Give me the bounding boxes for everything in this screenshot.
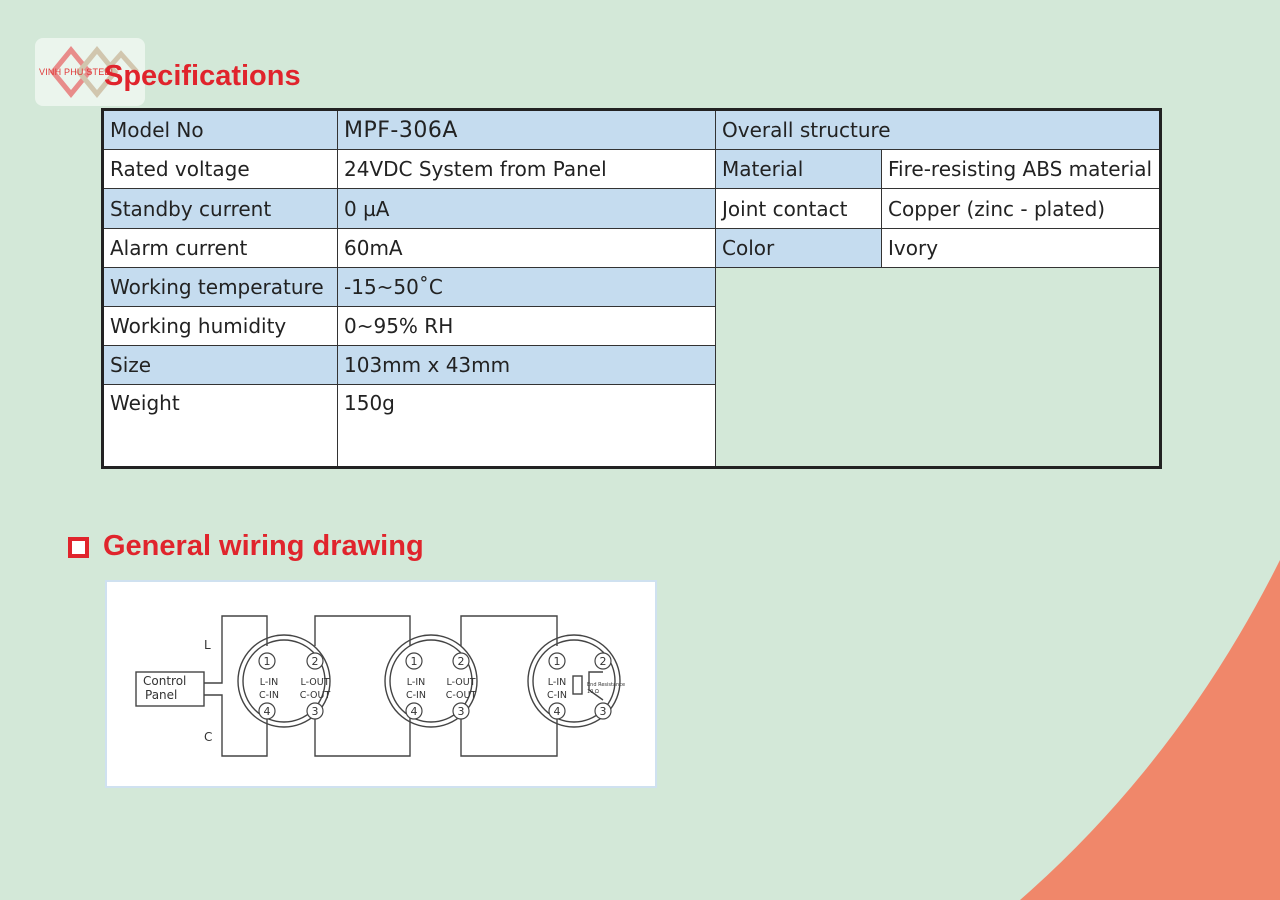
control-panel-label-1: Control (143, 674, 186, 688)
spec-label: Model No (102, 108, 338, 151)
terminal-number: 4 (411, 705, 418, 718)
l-out-label: L-OUT (300, 677, 329, 688)
specifications-title: Specifications (104, 60, 301, 92)
structure-value: Fire-resisting ABS material (881, 149, 1161, 190)
spec-value: 103mm x 43mm (337, 345, 716, 386)
c-in-label: C-IN (547, 690, 567, 701)
spec-label: Standby current (102, 188, 338, 229)
spec-label: Size (102, 345, 338, 386)
spec-value: 60mA (337, 227, 716, 268)
table-row: Weight 150g (102, 384, 1161, 468)
wiring-diagram: Control Panel L C 1 2 4 3 1 2 4 3 1 2 4 … (105, 580, 657, 788)
spec-value: 0~95% RH (337, 305, 716, 347)
l-in-label: L-IN (260, 677, 278, 688)
wiring-diagram-svg: Control Panel L C 1 2 4 3 1 2 4 3 1 2 4 … (135, 615, 625, 757)
table-row: Working humidity 0~95% RH (102, 305, 1161, 347)
spec-label: Alarm current (102, 227, 338, 268)
table-row: Working temperature -15~50˚C (102, 266, 1161, 469)
terminal-number: 4 (554, 705, 561, 718)
terminal-number: 1 (264, 655, 271, 668)
line-c-label: C (204, 730, 212, 744)
steel-logo-icon (49, 46, 139, 98)
spec-value: 150g (337, 384, 716, 468)
table-row: Standby current 0 µA Joint contact Coppe… (102, 188, 1161, 229)
company-logo: VINH PHU STEEL (35, 38, 145, 106)
terminal-number: 4 (264, 705, 271, 718)
square-bullet-icon (68, 537, 89, 558)
line-l-label: L (204, 638, 211, 652)
structure-value: Copper (zinc - plated) (881, 188, 1161, 229)
c-out-label: C-OUT (300, 690, 331, 701)
structure-value: Ivory (881, 227, 1161, 268)
structure-label: Joint contact (715, 188, 882, 229)
terminal-number: 3 (458, 705, 465, 718)
control-panel-label-2: Panel (145, 688, 177, 702)
spec-label: Weight (102, 384, 338, 468)
end-resistance-value: 10 Ω (587, 689, 599, 695)
c-out-label: C-OUT (446, 690, 477, 701)
table-row: Alarm current 60mA Color Ivory (102, 227, 1161, 268)
spec-value: 24VDC System from Panel (337, 149, 716, 190)
l-in-label: L-IN (548, 677, 566, 688)
spec-label: Working humidity (102, 305, 338, 347)
c-in-label: C-IN (406, 690, 426, 701)
end-resistance-label: End Resistance (587, 682, 625, 688)
terminal-number: 3 (600, 705, 607, 718)
structure-label: Material (715, 149, 882, 190)
c-in-label: C-IN (259, 690, 279, 701)
table-row: Size 103mm x 43mm (102, 345, 1161, 386)
l-out-label: L-OUT (446, 677, 475, 688)
table-row: Rated voltage 24VDC System from Panel Ma… (102, 149, 1161, 190)
spec-value: -15~50˚C (337, 266, 716, 307)
terminal-number: 2 (458, 655, 465, 668)
structure-label: Color (715, 227, 882, 268)
spec-value: 0 µA (337, 188, 716, 229)
terminal-number: 1 (411, 655, 418, 668)
structure-header: Overall structure (715, 108, 1161, 151)
wiring-title: General wiring drawing (103, 530, 424, 562)
l-in-label: L-IN (407, 677, 425, 688)
terminal-number: 2 (312, 655, 319, 668)
spec-value: MPF-306A (337, 108, 716, 151)
spec-label: Working temperature (102, 266, 338, 307)
terminal-number: 3 (312, 705, 319, 718)
spec-label: Rated voltage (102, 149, 338, 190)
table-row: Model No MPF-306A Overall structure (102, 108, 1161, 151)
terminal-number: 1 (554, 655, 561, 668)
empty-cell (715, 266, 1161, 469)
control-panel-box (135, 671, 205, 707)
terminal-number: 2 (600, 655, 607, 668)
logo-text: VINH PHU STEEL (39, 67, 116, 77)
specifications-table: Model No MPF-306A Overall structure Rate… (101, 108, 1162, 469)
